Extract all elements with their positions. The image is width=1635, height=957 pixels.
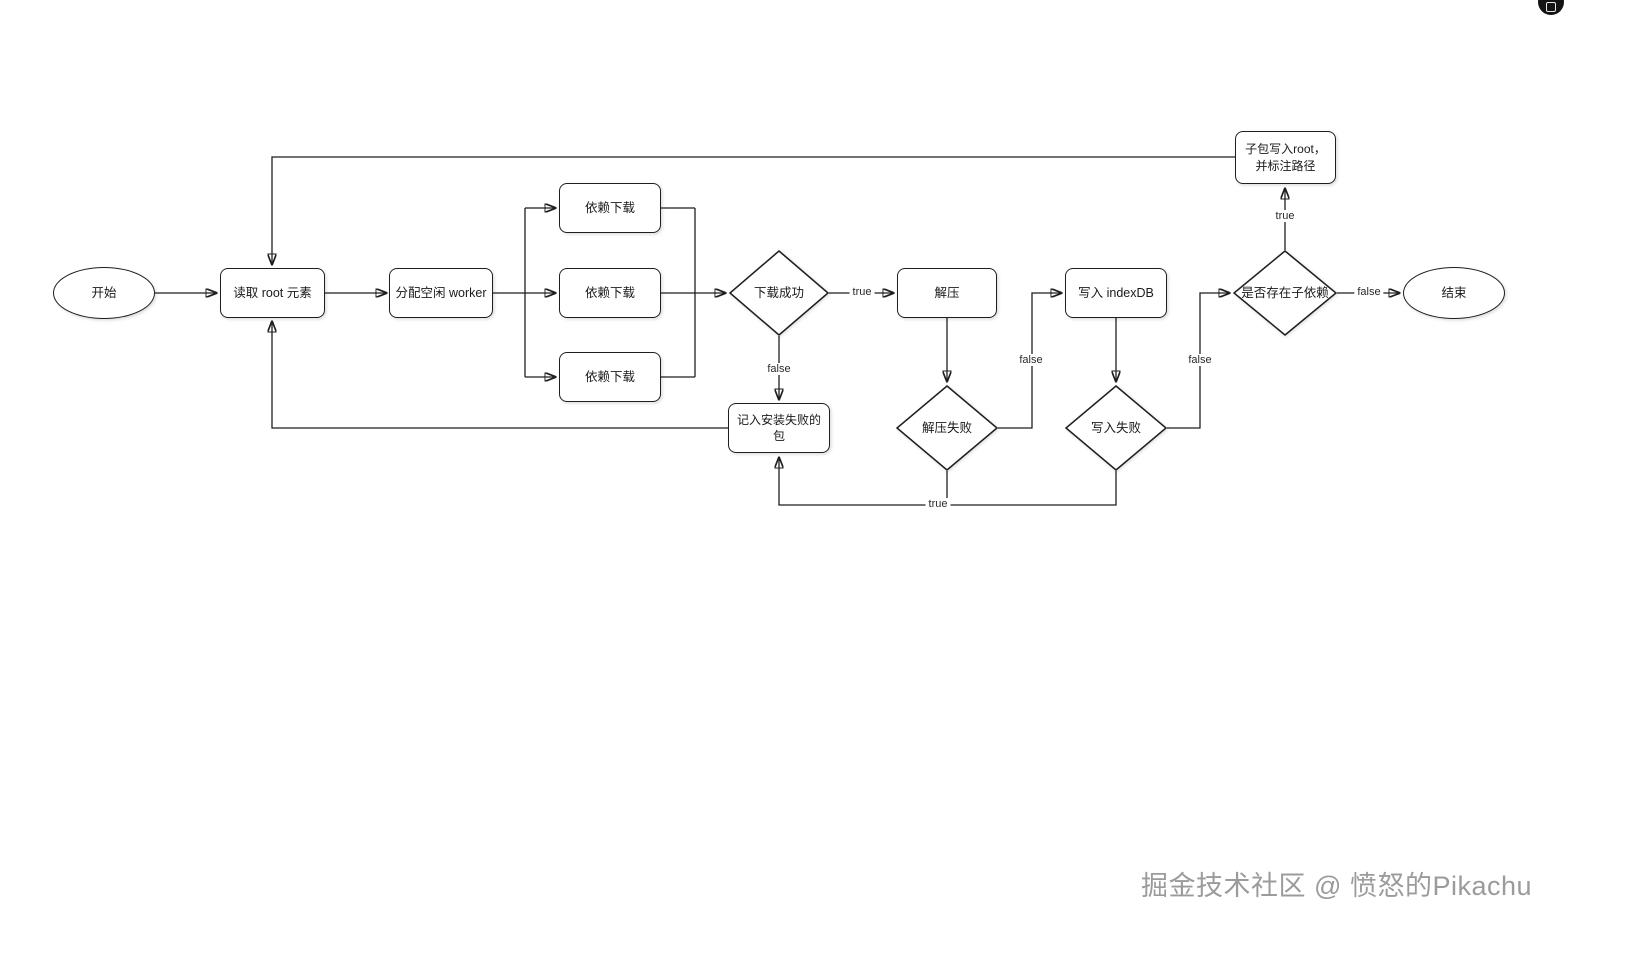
node-write-fail: 写入失败	[1065, 385, 1167, 471]
corner-badge-icon	[1538, 0, 1564, 15]
node-start: 开始	[53, 267, 155, 319]
node-label: 下载成功	[753, 285, 804, 300]
node-label: 子包写入root，并标注路径	[1245, 142, 1326, 173]
diamond-shape	[1065, 385, 1167, 471]
diamond-shape	[729, 250, 829, 336]
node-download-success: 下载成功	[729, 250, 829, 336]
edge-subpackage-readroot	[272, 156, 1235, 264]
node-assign-worker: 分配空闲 worker	[389, 268, 493, 318]
node-subpackage-write: 子包写入root，并标注路径	[1235, 131, 1336, 184]
edge-label-write-false: false	[1185, 354, 1215, 366]
node-label: 解压	[934, 285, 960, 300]
node-record-failed: 记入安装失败的包	[728, 403, 830, 453]
edge-label-child-true: true	[1272, 210, 1298, 222]
node-label: 是否存在子依赖	[1241, 285, 1329, 300]
node-dep-download-1: 依赖下载	[559, 183, 661, 233]
watermark: 掘金技术社区 @ 愤怒的Pikachu	[1141, 871, 1532, 901]
node-decompress-fail: 解压失败	[896, 385, 998, 471]
diamond-shape	[1233, 250, 1337, 336]
node-write-indexdb: 写入 indexDB	[1065, 268, 1167, 318]
node-label: 结束	[1441, 285, 1467, 300]
node-end: 结束	[1403, 267, 1505, 319]
node-label: 分配空闲 worker	[395, 285, 487, 300]
diamond-shape	[896, 385, 998, 471]
node-label: 依赖下载	[584, 200, 635, 215]
node-label: 写入 indexDB	[1078, 285, 1154, 300]
edge-label-decompress-false: false	[1016, 354, 1046, 366]
node-label: 依赖下载	[584, 285, 635, 300]
node-label: 开始	[91, 285, 117, 300]
node-decompress: 解压	[897, 268, 997, 318]
node-read-root: 读取 root 元素	[220, 268, 325, 318]
node-label: 依赖下载	[584, 369, 635, 384]
node-label: 记入安装失败的包	[736, 412, 821, 443]
node-dep-download-2: 依赖下载	[559, 268, 661, 318]
node-label: 写入失败	[1090, 420, 1141, 435]
node-has-child-dep: 是否存在子依赖	[1233, 250, 1337, 336]
edge-recordfailed-readroot	[272, 322, 728, 429]
edge-label-fail-true: true	[925, 498, 951, 510]
node-dep-download-3: 依赖下载	[559, 352, 661, 402]
edge-label-download-false: false	[764, 363, 794, 375]
node-label: 解压失败	[921, 420, 972, 435]
edge-label-download-true: true	[849, 286, 875, 298]
node-label: 读取 root 元素	[233, 285, 312, 300]
edge-label-child-false: false	[1354, 286, 1384, 298]
